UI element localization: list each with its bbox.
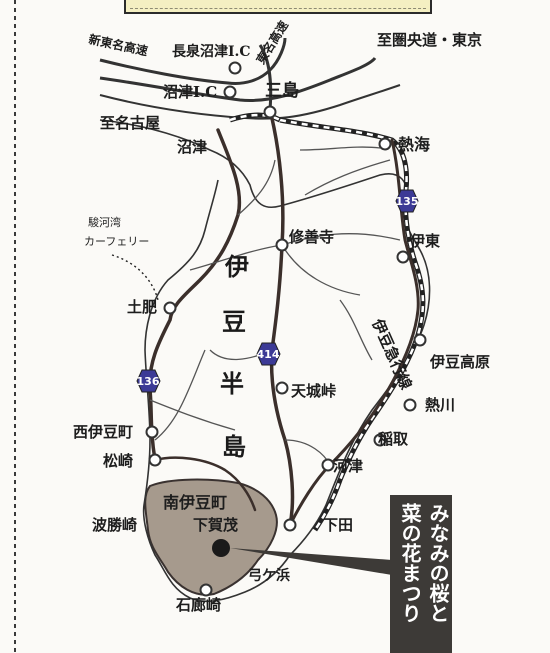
peninsula-char-1: 伊 [224,252,249,281]
node-irozaki [199,583,213,597]
node-nishiizu [145,425,159,439]
minor-roads [149,146,401,466]
label-numazu-ic: 沼津I.C [163,83,217,101]
minami-izu-area [144,478,278,596]
node-inatori [373,433,387,447]
label-nishiizu: 西伊豆町 [73,423,133,441]
callout-line-1: みなみの桜と [426,503,450,623]
route-414-shield: 414 [256,342,281,366]
label-shin-tomei: 新東名高速 [87,31,149,58]
label-kawazu: 河津 [333,457,363,475]
label-ito: 伊東 [409,232,440,250]
callout-line-2: 菜の花まつり [398,503,422,623]
label-atagawa: 熱川 [425,396,455,414]
label-nagoya: 至名古屋 [100,114,160,132]
peninsula-char-2: 豆 [222,307,246,336]
expressways [99,37,401,120]
label-inatori: 稲取 [378,430,409,448]
node-shuzenji [275,238,289,252]
svg-text:414: 414 [257,348,280,361]
festival-callout: みなみの桜と 菜の花まつり [390,495,452,653]
label-amagi: 天城峠 [291,382,336,400]
label-shimogamo: 下賀茂 [193,516,238,534]
label-shuzenji: 修善寺 [288,228,334,246]
label-irozaki: 石廊崎 [175,596,221,614]
callout-pointer [230,548,392,575]
ferry-route [111,254,159,301]
route-135-shield: 135 [395,189,419,213]
svg-text:136: 136 [137,375,160,388]
main-roads [148,108,420,527]
node-nagaizumi [228,61,242,75]
node-ito [396,250,410,264]
label-shimoda: 下田 [323,516,353,534]
coastline [99,119,431,603]
label-suruga-1: 駿河湾 [88,215,121,229]
node-kawazu [321,458,335,472]
label-atami: 熱海 [398,135,430,154]
route-136-shield: 136 [136,369,161,393]
label-suruga-2: カーフェリー [84,235,149,248]
label-ken-o: 至圏央道・東京 [377,31,482,49]
label-yumigahama: 弓ケ浜 [248,567,290,584]
node-atagawa [403,398,417,412]
node-atami [378,137,392,151]
label-nagaizumi-ic: 長泉沼津I.C [172,43,251,60]
node-matsuzaki [148,453,162,467]
label-numazu: 沼津 [177,138,207,156]
node-mishima [263,105,277,119]
label-hasaki: 波勝崎 [92,516,137,534]
label-mishima: 三島 [265,80,299,101]
label-toi: 土肥 [127,298,157,316]
label-matsuzaki: 松崎 [103,452,133,470]
node-amagi [275,381,289,395]
dotted-border [14,0,16,653]
node-toi [163,301,177,315]
label-minamiizu: 南伊豆町 [163,493,227,512]
label-izukogen: 伊豆高原 [429,353,490,371]
node-numazu-ic [223,85,237,99]
node-izukogen [413,333,427,347]
peninsula-char-3: 半 [220,369,244,398]
node-shimoda [283,518,297,532]
node-shimogamo [212,539,230,557]
peninsula-char-4: 島 [222,432,246,461]
top-title-frame [124,0,432,14]
town-nodes [145,61,427,597]
svg-text:135: 135 [396,195,419,208]
